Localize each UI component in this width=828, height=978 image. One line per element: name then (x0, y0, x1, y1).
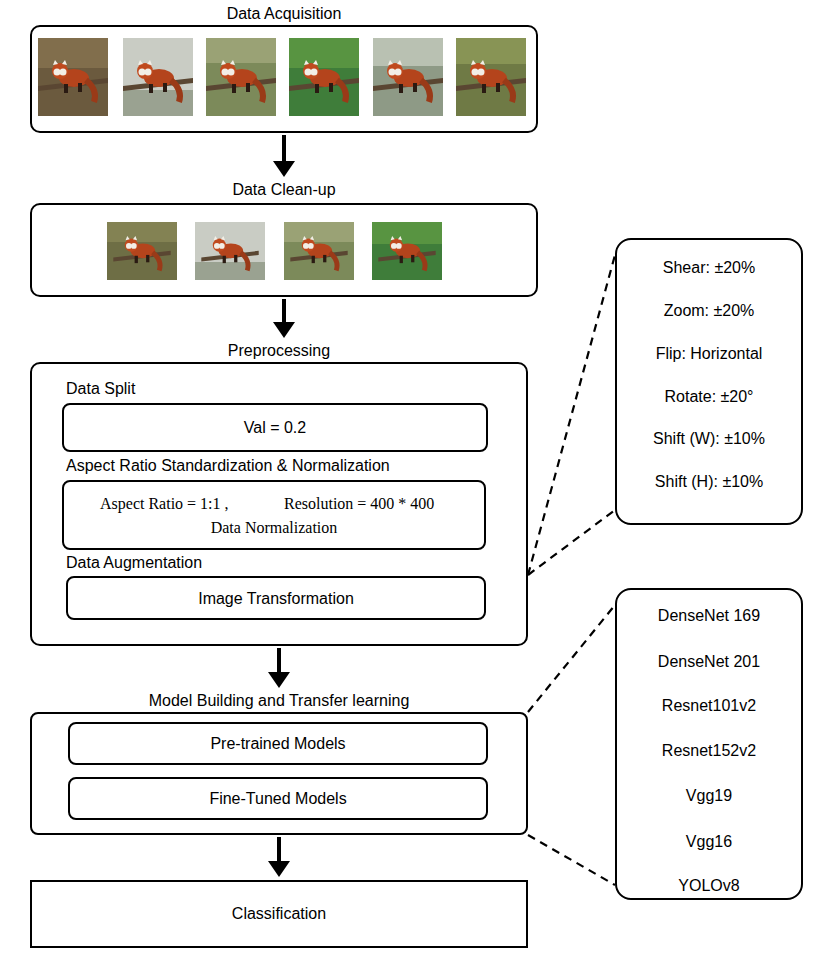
section-box: Data AugmentationImage Transformation (66, 576, 486, 620)
dashed-line (528, 605, 615, 712)
box-label: Classification (30, 904, 528, 923)
dashed-line (528, 510, 615, 575)
box-label: Flip: Horizontal (615, 344, 803, 363)
box-label: Val = 0.2 (62, 418, 488, 437)
box-label: Vgg19 (615, 786, 803, 805)
box-label: Resnet101v2 (615, 696, 803, 715)
box-label: Vgg16 (615, 832, 803, 851)
arrow-shaft (282, 135, 286, 165)
stage-heading: Data Split (66, 379, 446, 398)
photo (38, 38, 108, 116)
arrow-head (268, 672, 290, 688)
model-box: Pre-trained Models (68, 722, 488, 765)
arrow-head (268, 861, 290, 877)
box-label: Resolution = 400 * 400 (284, 494, 480, 513)
box-label: Data Normalization (62, 518, 486, 537)
photo (284, 222, 354, 280)
dashed-line (528, 255, 615, 575)
flow-arrow (268, 837, 290, 877)
box-label: Rotate: ±20° (615, 387, 803, 406)
section-box: Data SplitVal = 0.2 (62, 403, 488, 452)
photo (372, 222, 442, 280)
box-label: Resnet152v2 (615, 741, 803, 760)
output-box: Classification (30, 880, 528, 948)
stage-box: PreprocessingData SplitVal = 0.2Aspect R… (30, 362, 528, 646)
stage-heading: Data Augmentation (66, 553, 486, 572)
stage-heading: Aspect Ratio Standardization & Normaliza… (66, 456, 486, 475)
box-label: Zoom: ±20% (615, 301, 803, 320)
box-label: Shift (H): ±10% (615, 472, 803, 491)
section-box: Aspect Ratio Standardization & Normaliza… (62, 480, 486, 550)
callout-box: DenseNet 169DenseNet 201Resnet101v2Resne… (615, 588, 803, 900)
dashed-line (528, 835, 615, 885)
arrow-head (273, 161, 295, 177)
photo (206, 38, 276, 116)
box-label: Shear: ±20% (615, 258, 803, 277)
box-label: Aspect Ratio = 1:1 , (100, 494, 278, 513)
model-box: Fine-Tuned Models (68, 777, 488, 820)
photo (289, 38, 359, 116)
stage-heading: Data Acquisition (30, 4, 538, 23)
photo (456, 38, 526, 116)
arrow-head (273, 322, 295, 338)
arrow-shaft (277, 648, 281, 676)
arrow-shaft (282, 299, 286, 326)
stage-heading: Model Building and Transfer learning (30, 691, 528, 710)
box-label: DenseNet 169 (615, 606, 803, 625)
photo (373, 38, 443, 116)
stage-heading: Data Clean-up (30, 180, 538, 199)
zoom-callout-line (528, 605, 615, 885)
box-label: YOLOv8 (615, 876, 803, 895)
box-label: Shift (W): ±10% (615, 429, 803, 448)
callout-box: Shear: ±20% Zoom: ±20% Flip: HorizontalRot… (615, 238, 803, 525)
box-label: Image Transformation (66, 589, 486, 608)
flow-arrow (273, 135, 295, 177)
stage-box: Model Building and Transfer learningPre-… (30, 712, 528, 835)
flow-arrow (268, 648, 290, 688)
zoom-callout-line (528, 255, 615, 575)
photo (107, 222, 177, 280)
photo (123, 38, 193, 116)
arrow-shaft (277, 837, 281, 865)
photo (195, 222, 265, 280)
box-label: Fine-Tuned Models (68, 789, 488, 808)
flow-arrow (273, 299, 295, 338)
stage-box: Data Acquisition (30, 25, 538, 133)
stage-box: Data Clean-up (30, 203, 538, 297)
box-label: DenseNet 201 (615, 652, 803, 671)
box-label: Pre-trained Models (68, 734, 488, 753)
stage-heading: Preprocessing (30, 341, 528, 360)
